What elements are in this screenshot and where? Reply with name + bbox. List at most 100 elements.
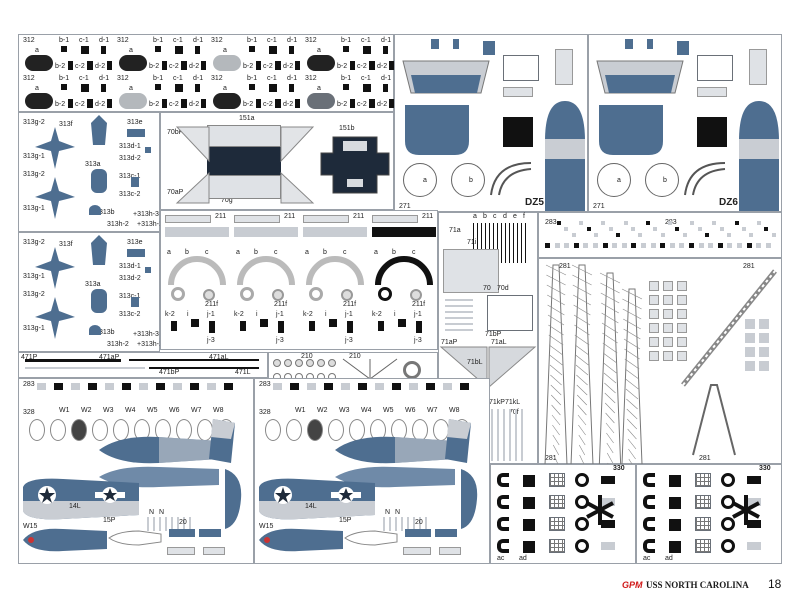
strip-label: 471P [21, 354, 38, 361]
crane-fitting [623, 221, 628, 225]
air-strut [189, 517, 191, 531]
turret-label: 211f [205, 301, 219, 308]
frame-label: 71aP [441, 339, 458, 346]
small-disc [306, 359, 314, 367]
air-strut [425, 517, 427, 531]
mount-block [523, 541, 535, 553]
crane-fitting [571, 233, 576, 237]
mount-bracket [497, 517, 509, 531]
strip-part [149, 367, 259, 369]
seat-part-number: 312 [23, 75, 35, 82]
seat-part-number: 312 [117, 75, 129, 82]
prop-part [91, 169, 107, 193]
seat-label-d2: d-2 [283, 101, 294, 108]
hull-dark-block [697, 117, 727, 147]
seat-base-d [201, 61, 206, 70]
frame-label: 71a [449, 227, 461, 234]
air-wing-label: W1 [59, 407, 70, 414]
crane-fitting [554, 243, 560, 248]
dz5-part-number: 271 [399, 203, 411, 210]
air-wing-label: W4 [125, 407, 136, 414]
air-fitting [273, 383, 282, 390]
frame-bar [505, 223, 506, 263]
air-fitting [224, 383, 233, 390]
mount-ring [721, 539, 735, 553]
air-oval [29, 419, 45, 441]
seat-label-d2: d-2 [95, 101, 106, 108]
air-mark: 14L [305, 503, 317, 510]
crane-fitting [742, 227, 746, 231]
prop-label: 313c-1 [119, 293, 141, 300]
frame-bar [509, 223, 510, 263]
mount-piece [601, 542, 615, 550]
seat-label-d1: d-1 [193, 37, 204, 44]
dz-sub-label: a [617, 177, 621, 184]
turret-label: c [412, 249, 416, 256]
air-part [435, 529, 457, 537]
turret-disc [272, 289, 284, 301]
turret-disc [171, 287, 185, 301]
air-wing-label: W4 [361, 407, 372, 414]
crane-fitting [660, 243, 666, 248]
air-fitting [122, 383, 131, 390]
frame-post [515, 409, 517, 461]
dz6-label: DZ6 [719, 197, 738, 208]
frame-label: 71kP [489, 399, 505, 406]
turret-label: j-1 [207, 311, 215, 318]
crane-fitting [557, 221, 561, 225]
seat-label-d1: d-1 [193, 75, 204, 82]
seat-base-c [275, 61, 281, 70]
mount-piece [747, 498, 761, 506]
crane-fitting [705, 233, 709, 237]
air-part-label: N [395, 509, 401, 516]
crane-fitting [601, 221, 606, 225]
turret-strip [372, 227, 436, 237]
seat-cushion [25, 55, 53, 71]
tank-side-wedge-icon [175, 126, 210, 163]
seat-label-d1: d-1 [287, 37, 298, 44]
prop-label: 313b [99, 329, 115, 336]
air-part [203, 547, 225, 555]
turret-label: b [185, 249, 189, 256]
turret-label: b [392, 249, 396, 256]
turret-label: b [254, 249, 258, 256]
mount-block [669, 475, 681, 487]
mount-piece [601, 498, 615, 506]
air-oval [286, 419, 302, 441]
propeller-blade-icon [35, 127, 75, 169]
frame-bar [525, 223, 526, 263]
rudder-icon [209, 419, 235, 463]
air-fitting [375, 383, 384, 390]
mount-ring [721, 473, 735, 487]
hull-panel [749, 49, 767, 85]
seat-base-b [256, 61, 261, 70]
seat-label-d2: d-2 [283, 63, 294, 70]
seat-back-d [383, 84, 388, 92]
air-wing-label: W8 [449, 407, 460, 414]
air-fitting [307, 383, 316, 390]
seat-label-b2: b-2 [337, 63, 348, 70]
mount-label: ad [519, 555, 527, 562]
air-strut [389, 517, 391, 531]
air-fitting [156, 383, 165, 390]
seat-cushion [307, 55, 335, 71]
strip-label: 471L [235, 369, 251, 376]
frame-block [487, 295, 533, 331]
seat-label-d2: d-2 [95, 63, 106, 70]
seat-back-c [175, 84, 183, 92]
turret-label: c [205, 249, 209, 256]
crane-fitting [759, 333, 769, 343]
tank-label: 70g [221, 197, 233, 204]
seat-label-a: a [317, 85, 321, 92]
frame-label: 71bP [485, 331, 502, 338]
crane-label: 281 [559, 263, 571, 270]
seat-back-c [363, 46, 371, 54]
seat-back-c [175, 46, 183, 54]
crane-plate [649, 309, 659, 319]
turret-disc [341, 289, 353, 301]
drop-tank-icon [344, 530, 398, 546]
seat-label-a: a [223, 85, 227, 92]
seat-base-d [107, 61, 112, 70]
